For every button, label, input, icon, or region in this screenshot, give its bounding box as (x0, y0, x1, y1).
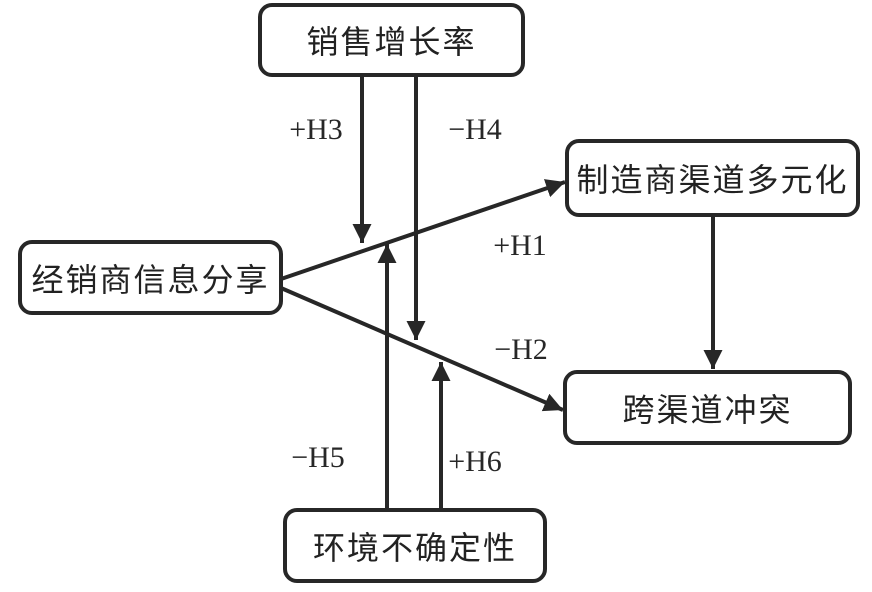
node-environmental-uncertainty: 环境不确定性 (283, 508, 547, 583)
node-environmental-uncertainty-label: 环境不确定性 (312, 529, 517, 566)
node-sales-growth: 销售增长率 (258, 3, 525, 77)
edge-label-h3: +H3 (289, 113, 343, 146)
node-manufacturer-channel-diversification-label: 制造商渠道多元化 (576, 162, 849, 198)
node-cross-channel-conflict: 跨渠道冲突 (563, 370, 852, 445)
edge-label-h5: −H5 (291, 441, 345, 474)
node-manufacturer-channel-diversification: 制造商渠道多元化 (565, 139, 860, 217)
node-sales-growth-label: 销售增长率 (306, 24, 477, 60)
node-cross-channel-conflict-label: 跨渠道冲突 (622, 391, 793, 428)
edge-label-h6: +H6 (448, 445, 502, 478)
arrow-h2 (280, 286, 564, 412)
arrow-h1 (280, 179, 566, 281)
node-distributor-info-sharing-label: 经销商信息分享 (31, 261, 270, 298)
edge-label-h2: −H2 (494, 333, 548, 366)
node-distributor-info-sharing: 经销商信息分享 (18, 240, 283, 315)
edge-label-h4: −H4 (448, 113, 502, 146)
edge-label-h1: +H1 (493, 229, 547, 262)
